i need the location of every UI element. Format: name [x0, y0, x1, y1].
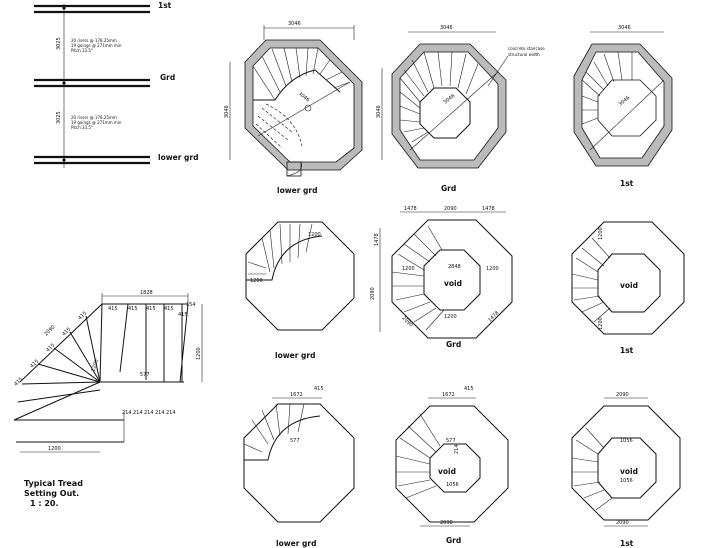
plan-top-lower-grd-label: lower grd [277, 186, 318, 195]
plan-bot-1st-void-dim: 1056 [620, 438, 633, 444]
plan-bot-grd-void-dim: 1056 [446, 482, 459, 488]
tread-seg-1: 415 [108, 306, 118, 312]
plan-bot-grd-top: 1672 [442, 392, 455, 398]
tread-diag-seg-1: 415 [77, 310, 88, 321]
plan-bot-grd-inner: 577 [446, 438, 456, 444]
plan-top-grd-callout-1: concrete staircase [508, 46, 545, 51]
tread-diag-seg-2: 415 [61, 326, 72, 337]
plan-mid-1st-dim-b: 1200 [598, 317, 604, 330]
plan-bot-lower-grd-top-r: 415 [314, 386, 324, 392]
plan-mid-grd-top-3: 1478 [482, 206, 495, 212]
plan-mid-grd-label: Grd [446, 340, 461, 349]
section-level-1st: 1st [158, 1, 172, 10]
plan-mid-1st-dim-a: 1200 [598, 227, 604, 240]
plan-bot-1st-void: void [620, 467, 638, 476]
plan-mid-grd-dim-7: 1200 [444, 314, 457, 320]
plan-top-grd-height: 3046 [376, 105, 382, 118]
plan-bot-grd: 1672 415 577 214 void 1056 2090 Grd [395, 386, 509, 545]
section-note-upper-3: Pitch 33.5° [71, 48, 93, 53]
tread-seg-4: 415 [164, 306, 174, 312]
plan-mid-grd-dim-4: 2090 [370, 287, 376, 300]
plan-mid-lower-grd: 1200 1200 lower grd [245, 221, 355, 360]
plan-mid-lower-grd-label: lower grd [275, 351, 316, 360]
plan-top-1st-width: 3046 [618, 25, 631, 31]
section-level-grd: Grd [160, 73, 175, 82]
plan-bot-lower-grd-inner: 577 [290, 438, 300, 444]
tread-top-right: 154 [186, 302, 196, 308]
plan-bot-1st: 2090 1056 void 1056 2090 1st [571, 392, 681, 548]
plan-top-lower-grd-width: 3046 [288, 21, 301, 27]
plan-mid-1st-label: 1st [620, 346, 634, 355]
plan-bot-grd-bottom: 2090 [440, 520, 453, 526]
section-level-lower-grd: lower grd [158, 153, 199, 162]
plan-mid-1st: 1200 1200 void 1st [571, 221, 685, 355]
tread-title-3: 1 : 20. [30, 499, 59, 508]
tread-small-3: 214 [144, 410, 154, 416]
section-note-lower-2: 19 goings @ 271mm min [71, 120, 122, 125]
plan-mid-grd-top-1: 1478 [404, 206, 417, 212]
tread-diag-seg-3: 415 [45, 342, 56, 353]
plan-top-grd-callout-2: structural width [508, 52, 540, 57]
plan-bot-lower-grd-top: 1672 [290, 392, 303, 398]
plan-mid-grd-left: 1478 [374, 233, 380, 246]
plan-mid-lower-grd-dim-b: 1200 [250, 278, 263, 284]
tread-setting-out: 1828 154 415 415 415 415 415 1200 2090 4… [13, 290, 203, 508]
tread-seg-3: 415 [146, 306, 156, 312]
plan-mid-grd-dim-1: 1200 [402, 266, 415, 272]
tread-diag-seg-5: 415 [13, 376, 24, 387]
section-note-lower-3: Pitch 33.5° [71, 125, 93, 130]
tread-title-2: Setting Out. [24, 489, 79, 498]
tread-bottom: 1200 [48, 446, 61, 452]
plan-mid-grd: 1478 2090 1478 1478 1200 2848 1200 2090 … [370, 206, 513, 349]
section-dim-lower: 3025 [56, 111, 62, 124]
plan-mid-grd-dim-3: 1200 [486, 266, 499, 272]
plan-bot-1st-top: 2090 [616, 392, 629, 398]
plan-top-lower-grd-height: 3046 [224, 105, 230, 118]
section-note-upper-1: 20 risers @ 178.25mm [71, 38, 117, 43]
tread-seg-2: 415 [128, 306, 138, 312]
plan-mid-lower-grd-dim-a: 1200 [308, 232, 321, 238]
plan-top-grd-label: Grd [441, 184, 456, 193]
plan-mid-grd-void: void [444, 279, 462, 288]
tread-right-dim: 1200 [196, 347, 202, 360]
tread-top-total: 1828 [140, 290, 153, 296]
plan-bot-grd-top-r: 415 [464, 386, 474, 392]
plan-top-grd: 3046 3046 3046 concrete staircase struct… [376, 25, 545, 193]
tread-small-5: 214 [166, 410, 176, 416]
tread-width: 1200 [90, 359, 100, 373]
plan-bot-1st-label: 1st [620, 539, 634, 548]
plan-top-1st-label: 1st [620, 179, 634, 188]
tread-diag-total: 2090 [43, 324, 56, 337]
plan-mid-grd-dim-6: 1478 [487, 310, 500, 323]
tread-small-2: 214 [133, 410, 143, 416]
section-diagram: 3025 3025 20 risers @ 178.25mm 19 goings… [34, 1, 199, 168]
plan-bot-lower-grd: 1672 415 577 lower grd [243, 386, 355, 548]
tread-inner: 577 [140, 372, 150, 378]
plan-top-grd-width: 3046 [440, 25, 453, 31]
plan-bot-grd-label: Grd [446, 536, 461, 545]
plan-bot-1st-void-dim-b: 1056 [620, 478, 633, 484]
plan-top-1st: 3046 3046 1st [573, 25, 673, 188]
plan-bot-grd-void: void [438, 467, 456, 476]
plan-bot-1st-bottom: 2090 [616, 520, 629, 526]
tread-diag-seg-4: 415 [29, 358, 40, 369]
plan-bot-lower-grd-label: lower grd [276, 539, 317, 548]
tread-small-1: 214 [122, 410, 132, 416]
plan-mid-grd-dim-2: 2848 [448, 264, 461, 270]
plan-top-lower-grd: 3046 3046 3046 lower grd [224, 21, 363, 195]
plan-mid-grd-top-2: 2090 [444, 206, 457, 212]
tread-title-1: Typical Tread [24, 479, 83, 488]
plan-bot-grd-inner-b: 214 [454, 444, 460, 454]
section-note-upper-2: 19 goings @ 271mm min [71, 43, 122, 48]
plan-mid-grd-dim-5: 2090 [401, 315, 414, 328]
tread-small-4: 214 [155, 410, 165, 416]
plan-mid-1st-void: void [620, 281, 638, 290]
tread-seg-5: 415 [178, 312, 188, 318]
section-dim-upper: 3025 [56, 37, 62, 50]
section-note-lower-1: 20 risers @ 178.25mm [71, 115, 117, 120]
